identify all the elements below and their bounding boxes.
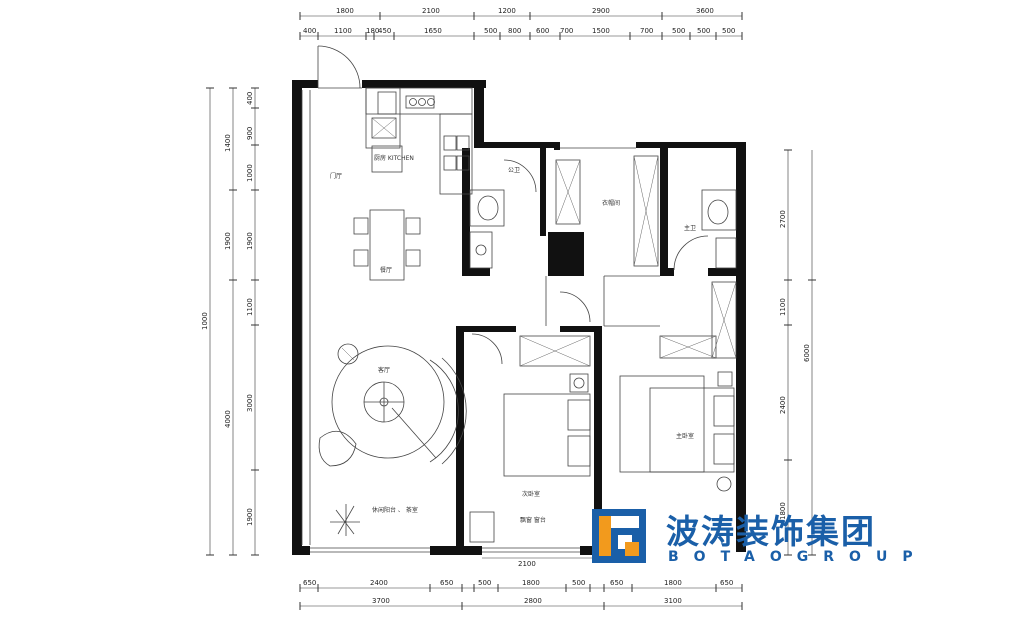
dimension-label: 1000 bbox=[246, 164, 254, 182]
master-bedroom-furniture bbox=[619, 281, 737, 492]
company-logo: 波涛装饰集团 BOTAOGROUP bbox=[590, 505, 970, 575]
dimension-label: 1800 bbox=[779, 502, 787, 520]
kitchen-fixtures bbox=[365, 87, 473, 195]
dimension-label: 700 bbox=[640, 27, 653, 35]
left-inner-dimensions: 400 900 1000 1900 1100 3000 1900 bbox=[246, 92, 254, 526]
room-label-master-bedroom: 主卧室 bbox=[676, 432, 694, 440]
room-label-closet: 衣帽间 bbox=[602, 199, 620, 207]
dining-table-set bbox=[353, 209, 421, 281]
walls bbox=[292, 80, 746, 555]
dimension-label: 1800 bbox=[522, 579, 540, 587]
dimension-label: 3000 bbox=[246, 394, 254, 412]
room-label-second-bedroom: 次卧室 bbox=[522, 490, 540, 498]
dimension-label: 600 bbox=[536, 27, 549, 35]
closet-fixtures bbox=[555, 155, 659, 323]
dimension-label: 3700 bbox=[372, 597, 390, 605]
living-furniture bbox=[318, 343, 467, 467]
dimension-label: 700 bbox=[560, 27, 573, 35]
logo-name-en: BOTAOGROUP bbox=[668, 549, 928, 565]
room-label-bath-public: 公卫 bbox=[508, 167, 520, 174]
dimension-ticks bbox=[206, 12, 816, 610]
dimension-label: 1100 bbox=[779, 298, 787, 316]
dimension-label: 2100 bbox=[422, 7, 440, 15]
interior-lines bbox=[301, 87, 660, 553]
left-outer-dimensions: 1000 1400 1900 4000 bbox=[201, 134, 232, 428]
top-outer-dimensions: 1800 2100 1200 2900 3600 bbox=[336, 7, 714, 15]
dimension-label: 500 bbox=[722, 27, 735, 35]
dimension-label: 4000 bbox=[224, 410, 232, 428]
logo-mark-icon bbox=[592, 509, 646, 563]
dimension-label: 800 bbox=[508, 27, 521, 35]
bottom-inner-dimensions: 650 2400 650 500 1800 500 650 1800 650 bbox=[303, 579, 733, 587]
room-label-dining: 餐厅 bbox=[380, 266, 392, 274]
dimension-label: 650 bbox=[303, 579, 316, 587]
dimension-label: 500 bbox=[484, 27, 497, 35]
dimension-label: 1900 bbox=[246, 508, 254, 526]
dimension-label: 2800 bbox=[524, 597, 542, 605]
entrance-door bbox=[317, 45, 361, 89]
dimension-label: 500 bbox=[478, 579, 491, 587]
dimension-label: 500 bbox=[572, 579, 585, 587]
dimension-label: 1100 bbox=[334, 27, 352, 35]
dimension-label: 6000 bbox=[803, 344, 811, 362]
public-bathroom-fixtures bbox=[469, 159, 537, 269]
dimension-label: 2400 bbox=[370, 579, 388, 587]
dimension-label: 650 bbox=[720, 579, 733, 587]
dimension-label: 2700 bbox=[779, 210, 787, 228]
room-label-bath-master: 主卫 bbox=[684, 224, 696, 232]
dimension-label: 900 bbox=[246, 127, 254, 140]
dimension-label: 1900 bbox=[224, 232, 232, 250]
room-label-balcony: 休闲阳台 、 茶室 bbox=[372, 506, 418, 514]
dimension-label: 1500 bbox=[592, 27, 610, 35]
dimension-label: 1400 bbox=[224, 134, 232, 152]
dimension-label: 180 bbox=[366, 27, 379, 35]
dimension-label: 650 bbox=[610, 579, 623, 587]
dimension-label: 500 bbox=[697, 27, 710, 35]
dimension-label: 400 bbox=[246, 92, 254, 105]
window-width-label: 2100 bbox=[518, 560, 536, 568]
top-inner-dimensions: 400 1100 180 450 1650 500 800 600 700 15… bbox=[303, 27, 735, 35]
room-label-kitchen: 厨房 KITCHEN bbox=[374, 154, 414, 162]
dimension-label: 3100 bbox=[664, 597, 682, 605]
dimension-label: 650 bbox=[440, 579, 453, 587]
dimension-label: 3600 bbox=[696, 7, 714, 15]
dimension-label: 1650 bbox=[424, 27, 442, 35]
bottom-outer-dimensions: 3700 2800 3100 bbox=[372, 597, 682, 605]
master-bathroom-fixtures bbox=[673, 189, 737, 271]
room-label-window: 飘窗 窗台 bbox=[520, 516, 546, 524]
right-dimensions: 2700 1100 2400 1800 6000 bbox=[779, 210, 811, 520]
dimension-label: 1000 bbox=[201, 312, 209, 330]
dimension-label: 1900 bbox=[246, 232, 254, 250]
logo-name-cn: 波涛装饰集团 bbox=[666, 512, 876, 551]
balcony-plant bbox=[330, 504, 360, 536]
dimension-label: 2400 bbox=[779, 396, 787, 414]
dimension-label: 400 bbox=[303, 27, 316, 35]
dimension-label: 1800 bbox=[336, 7, 354, 15]
dimension-label: 500 bbox=[672, 27, 685, 35]
dimension-label: 2900 bbox=[592, 7, 610, 15]
dimension-label: 450 bbox=[378, 27, 391, 35]
room-label-entrance: 门厅 bbox=[330, 172, 342, 180]
dimension-label: 1200 bbox=[498, 7, 516, 15]
second-bedroom-furniture bbox=[469, 333, 591, 543]
room-label-living: 客厅 bbox=[378, 366, 390, 374]
dimension-label: 1100 bbox=[246, 298, 254, 316]
dimension-label: 1800 bbox=[664, 579, 682, 587]
